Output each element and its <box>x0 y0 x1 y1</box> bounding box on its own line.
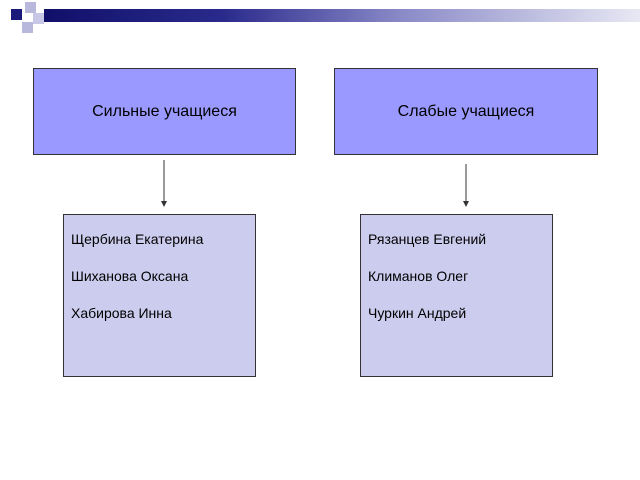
decor-square-light-1 <box>25 2 36 13</box>
list-item: Рязанцев Евгений <box>368 231 487 247</box>
weak-students-box: Слабые учащиеся <box>334 68 598 155</box>
header-bar <box>44 9 640 22</box>
list-item: Климанов Олег <box>368 268 469 284</box>
list-item: Щербина Екатерина <box>71 231 204 247</box>
decor-square-light-2 <box>33 13 44 24</box>
weak-students-list: Рязанцев Евгений Климанов Олег Чуркин Ан… <box>360 214 553 377</box>
strong-students-list: Щербина Екатерина Шиханова Оксана Хабиро… <box>63 214 256 377</box>
decor-square-light-3 <box>22 22 33 33</box>
list-item: Шиханова Оксана <box>71 268 189 284</box>
strong-students-title: Сильные учащиеся <box>92 102 237 120</box>
list-item: Чуркин Андрей <box>368 305 467 321</box>
weak-students-title: Слабые учащиеся <box>397 102 535 120</box>
decor-square-dark-1 <box>11 9 22 20</box>
strong-students-box: Сильные учащиеся <box>33 68 296 155</box>
list-item: Хабирова Инна <box>71 305 172 321</box>
